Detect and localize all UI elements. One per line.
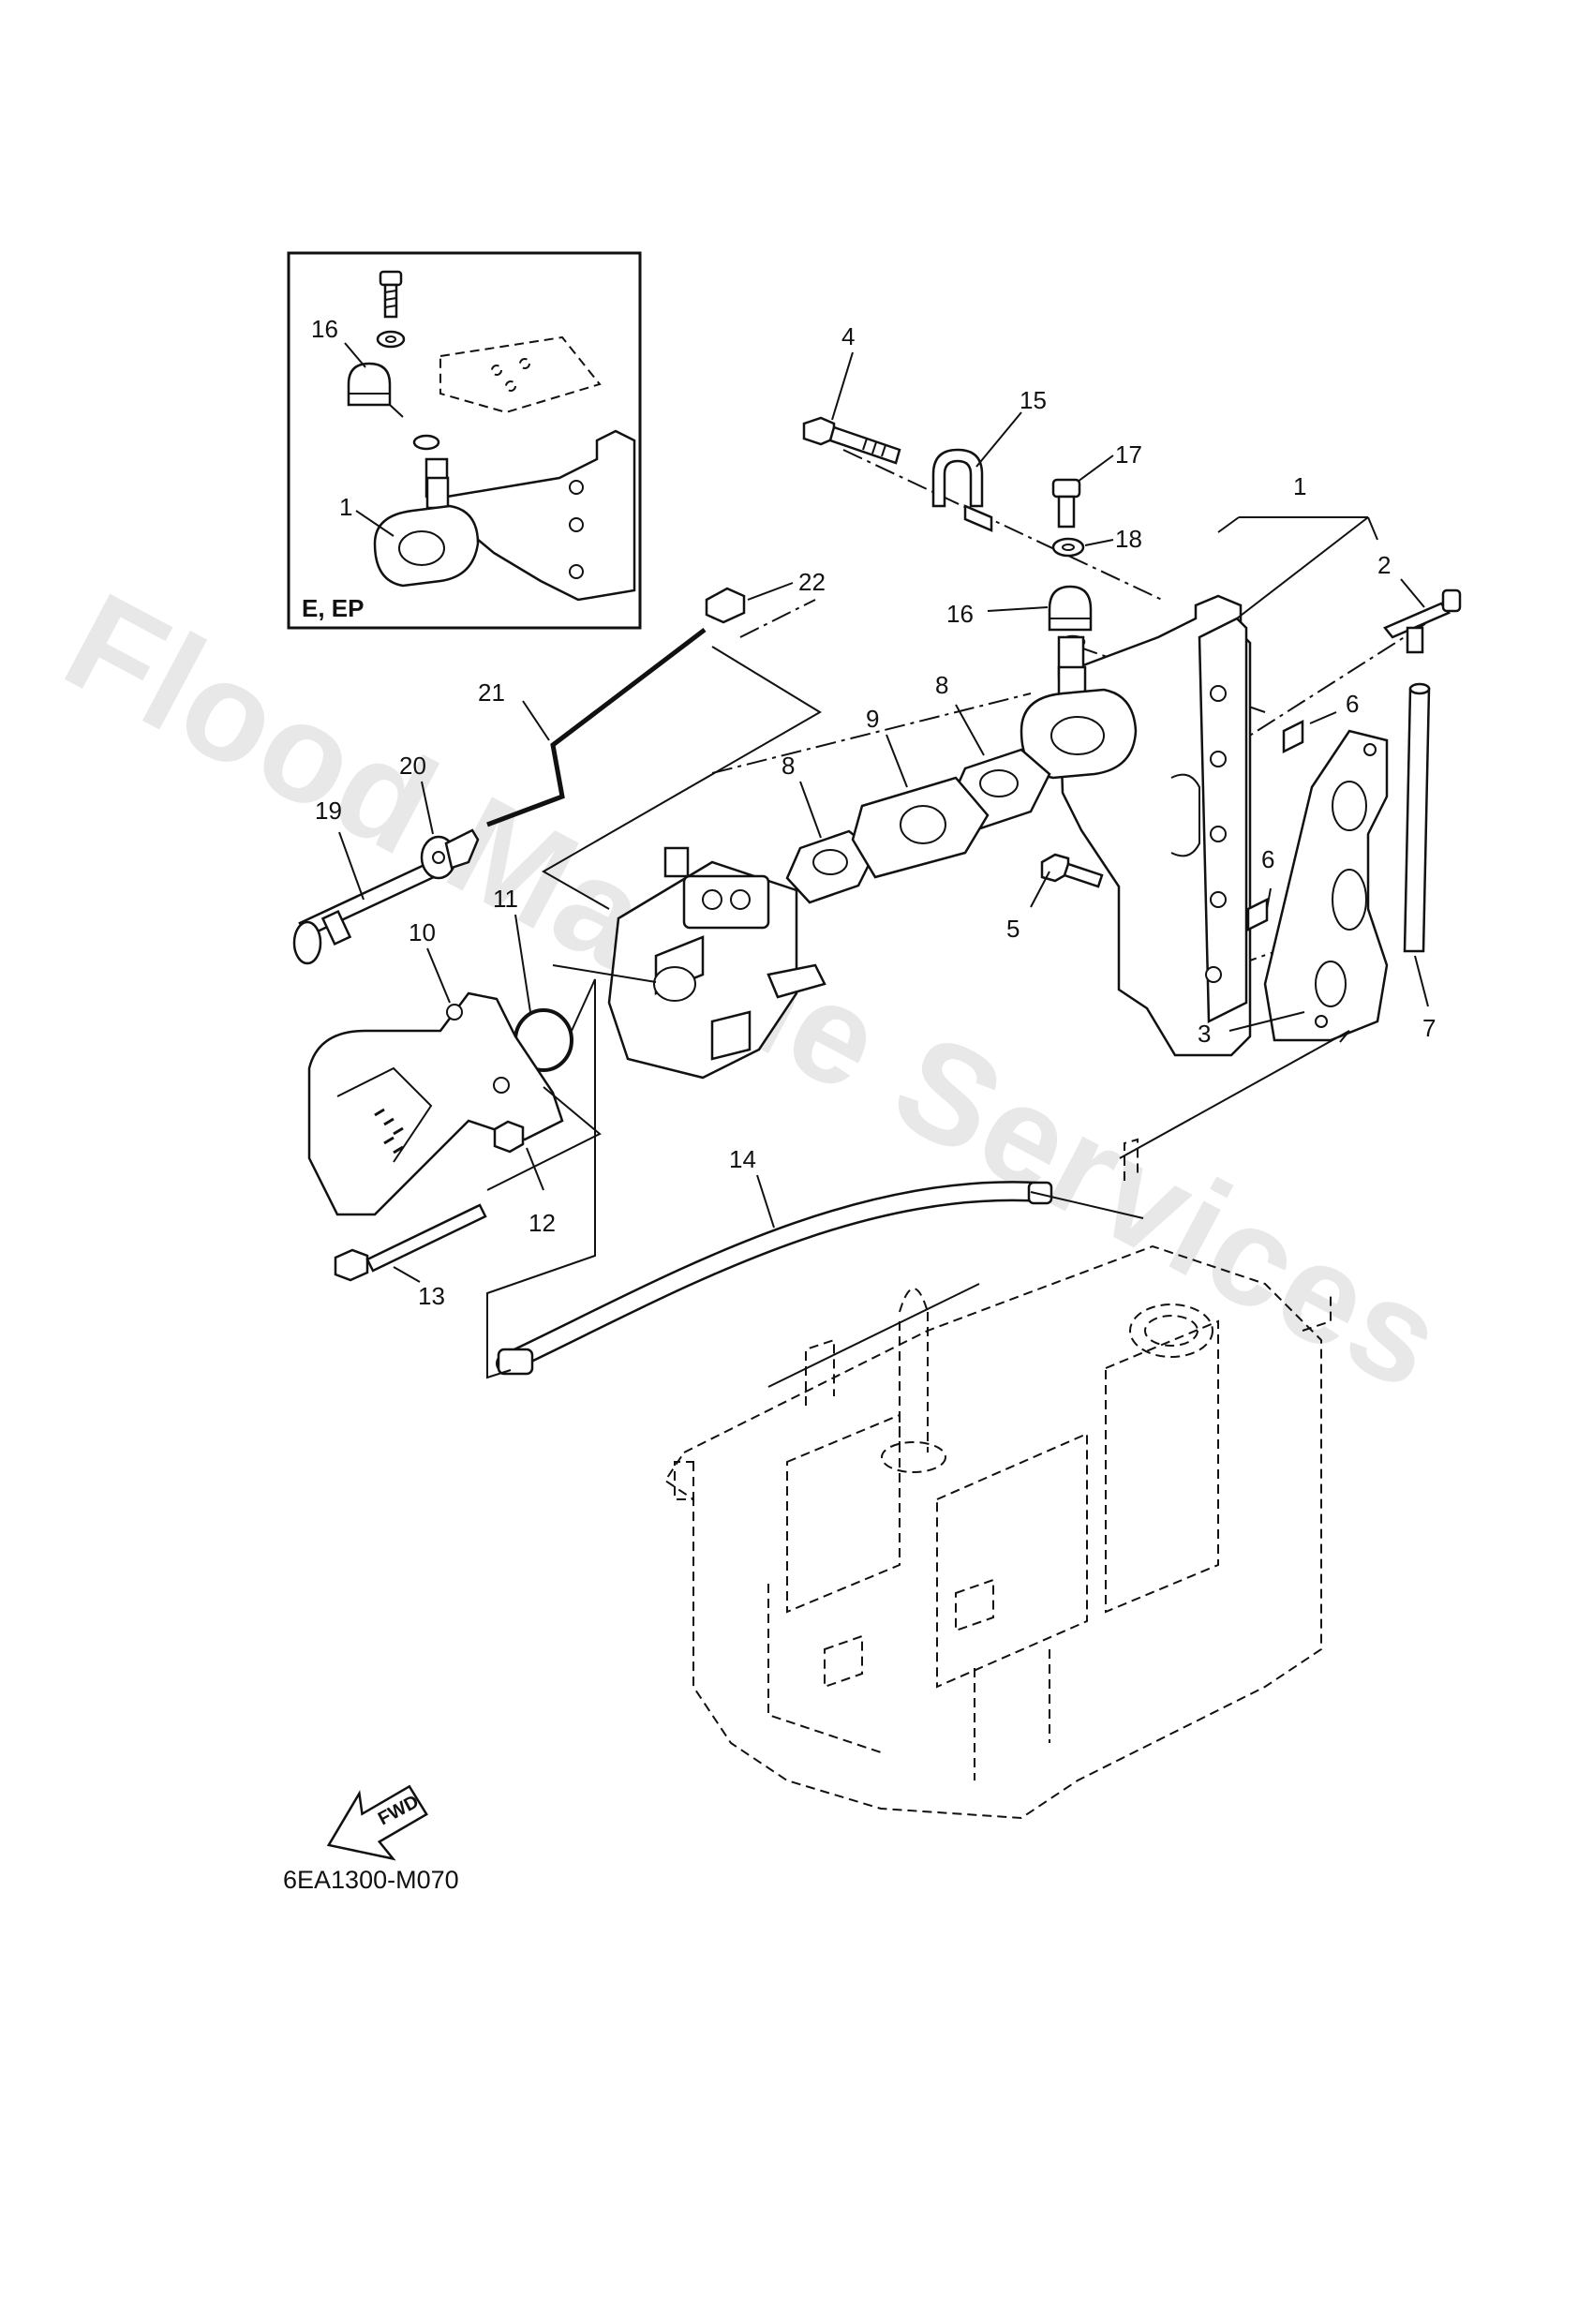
inset-variant-box: 16 1 E, EP: [287, 251, 642, 630]
assembly-guide-lines: [486, 646, 1350, 1388]
callout-7: 7: [1422, 1014, 1436, 1042]
part-3-gasket: [1263, 729, 1389, 1042]
part-8-gaskets: [785, 748, 1051, 904]
part-17-bolt: [1051, 478, 1081, 529]
part-12-collar: [493, 1120, 525, 1154]
callout-1: 1: [1293, 472, 1306, 500]
inset-manifold: [424, 429, 636, 602]
part-6-dowel-pins: [1246, 719, 1304, 932]
cylinder-block: [663, 1138, 1332, 1820]
part-18-washer: [1051, 537, 1085, 558]
callout-21: 21: [478, 678, 505, 707]
part-15-clamp: [931, 448, 993, 532]
callout-18: 18: [1115, 525, 1142, 553]
callout-11: 11: [493, 885, 518, 913]
callout-2: 2: [1377, 551, 1391, 579]
callout-20: 20: [399, 752, 426, 780]
callout-22: 22: [798, 568, 826, 596]
part-4-bolt: [802, 416, 901, 465]
part-14-hose: [496, 1181, 1053, 1376]
part-22-clip: [705, 587, 746, 624]
callout-6b: 6: [1261, 845, 1274, 873]
callout-14: 14: [729, 1145, 756, 1173]
callout-16: 16: [946, 600, 974, 628]
part-13-bolt: [334, 1203, 487, 1282]
inset-hose-clamp: [347, 362, 392, 407]
callout-13: 13: [418, 1282, 445, 1310]
diagram-code: 6EA1300-M070: [283, 1866, 459, 1894]
callout-10: 10: [409, 918, 436, 946]
callout-4: 4: [841, 322, 855, 350]
callout-12: 12: [528, 1209, 556, 1237]
inset-callout-1: 1: [339, 493, 352, 521]
part-20-knob: [420, 828, 480, 880]
callout-15: 15: [1020, 386, 1047, 414]
callout-17: 17: [1115, 440, 1142, 469]
part-2-fitting: [1383, 588, 1462, 654]
part-9-insulator: [851, 776, 990, 879]
inset-bolt: [379, 270, 403, 319]
callout-9: 9: [866, 705, 879, 733]
inset-callout-16: 16: [311, 315, 338, 343]
inset-bracket: [439, 335, 602, 414]
callout-19: 19: [315, 797, 342, 825]
callouts: 1 2 3 4 5 6 6 7 8 8 9 10 11: [315, 322, 1436, 1310]
part-7-hose: [1403, 682, 1431, 953]
callout-6a: 6: [1346, 690, 1359, 718]
callout-3: 3: [1198, 1020, 1211, 1048]
part-21-rod: [486, 628, 707, 827]
part-1-intake-manifold: [1020, 594, 1252, 1057]
part-5-bolt: [1040, 853, 1104, 888]
inset-variant-label: E, EP: [302, 594, 364, 622]
callout-5: 5: [1006, 915, 1020, 943]
fwd-arrow: FWD: [326, 1784, 428, 1861]
carburetor: [607, 846, 826, 1080]
inset-frame: [287, 251, 642, 630]
part-10-silencer: [307, 991, 564, 1216]
callout-8b: 8: [782, 752, 795, 780]
callout-8a: 8: [935, 671, 948, 699]
